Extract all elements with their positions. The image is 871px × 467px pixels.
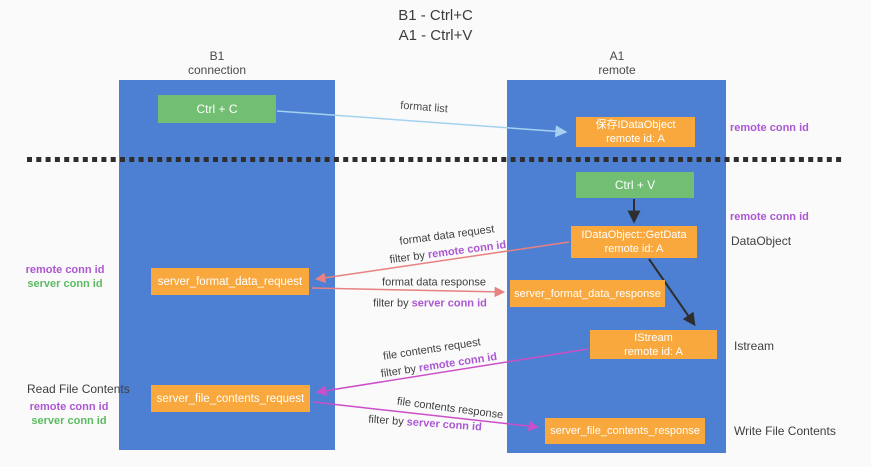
left-bottom-server-conn-id: server conn id xyxy=(31,415,107,427)
getdata-line2: remote id: A xyxy=(604,243,664,255)
istream-box: IStream remote id: A xyxy=(590,330,717,359)
server-file-contents-request-label: server_file_contents_request xyxy=(156,392,305,405)
left-mid-server-conn-id: server conn id xyxy=(27,278,103,290)
ctrl-c-box: Ctrl + C xyxy=(158,95,276,123)
lane-b1-role: connection xyxy=(187,63,247,77)
filter-prefix-4: filter by xyxy=(367,413,408,429)
read-file-contents-label: Read File Contents xyxy=(27,382,130,396)
left-conn-id-group-bottom: remote conn id server conn id xyxy=(21,400,117,428)
left-bottom-remote-conn-id: remote conn id xyxy=(29,401,109,413)
istream-side-label: Istream xyxy=(734,339,775,353)
format-list-label: format list xyxy=(399,99,449,116)
title-line-1: B1 - Ctrl+C xyxy=(398,7,473,24)
lane-a1-role: remote xyxy=(598,63,636,77)
ctrl-c-label: Ctrl + C xyxy=(196,102,238,116)
filter-prefix-1: filter by xyxy=(388,249,429,267)
istream-line1: IStream xyxy=(634,331,673,344)
write-file-contents-label: Write File Contents xyxy=(734,424,836,438)
left-mid-remote-conn-id: remote conn id xyxy=(25,264,105,276)
diagram-title: B1 - Ctrl+C A1 - Ctrl+V xyxy=(0,6,871,46)
ctrl-v-box: Ctrl + V xyxy=(576,172,694,198)
format-data-response-label: format data response xyxy=(382,276,486,289)
lane-header-a1: A1 remote xyxy=(547,49,687,77)
remote-conn-id-label-top: remote conn id xyxy=(730,122,809,134)
filter-prefix-3: filter by xyxy=(380,362,420,381)
lane-b1-name: B1 xyxy=(209,49,225,63)
left-conn-id-group-mid: remote conn id server conn id xyxy=(17,263,113,291)
server-file-contents-request-box: server_file_contents_request xyxy=(151,385,310,412)
server-conn-id-highlight-1: server conn id xyxy=(411,297,487,310)
save-idataobject-line2: remote id: A xyxy=(606,133,665,145)
server-format-data-response-label: server_format_data_response xyxy=(514,287,661,300)
server-format-data-request-box: server_format_data_request xyxy=(151,268,309,295)
server-conn-id-highlight-2: server conn id xyxy=(406,416,483,434)
server-format-data-request-label: server_format_data_request xyxy=(157,275,303,288)
server-file-contents-response-label: server_file_contents_response xyxy=(550,425,700,437)
remote-conn-id-label-mid: remote conn id xyxy=(730,211,809,223)
dataobject-label: DataObject xyxy=(731,234,792,248)
server-file-contents-response-box: server_file_contents_response xyxy=(545,418,705,444)
getdata-line1: IDataObject::GetData xyxy=(581,229,687,241)
istream-line2: remote id: A xyxy=(624,345,683,358)
save-idataobject-line1: 保存IDataObject xyxy=(595,119,676,131)
ctrl-v-label: Ctrl + V xyxy=(614,178,656,192)
save-idataobject-box: 保存IDataObject remote id: A xyxy=(576,117,695,147)
lane-header-b1: B1 connection xyxy=(147,49,287,77)
title-line-2: A1 - Ctrl+V xyxy=(398,27,473,44)
filter-by-server-conn-id-label-1: filter by server conn id xyxy=(373,298,487,311)
lane-a1-name: A1 xyxy=(609,49,625,63)
server-format-data-response-box: server_format_data_response xyxy=(510,280,665,307)
getdata-box: IDataObject::GetData remote id: A xyxy=(571,226,697,258)
filter-prefix-2: filter by xyxy=(373,297,412,310)
